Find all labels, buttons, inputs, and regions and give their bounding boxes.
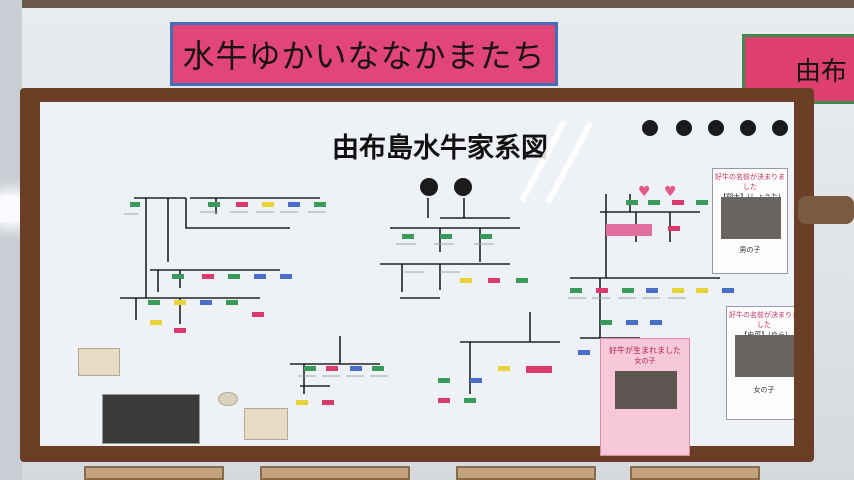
water-buffalo-mascot-icon (772, 120, 788, 136)
card-heading: 好牛の名前が決まりました (729, 311, 794, 329)
ceiling-light (0, 196, 22, 222)
name-announcement-card: 好牛の名前が決まりました 【翔太】(しょうた) 男の子 (712, 168, 788, 274)
card-sex: 女の子 (753, 386, 775, 394)
banner-text: 水牛ゆかいななかまたち (182, 37, 546, 75)
water-buffalo-mascot-icon (740, 120, 756, 136)
card-heading: 好牛の名前が決まりました (715, 173, 785, 191)
water-buffalo-mascot-icon (708, 120, 724, 136)
photo-icon (721, 197, 781, 239)
water-buffalo-mascot-icon (454, 178, 472, 196)
photo-icon (615, 371, 677, 409)
card-heading: 好牛が生まれました (609, 346, 681, 355)
heart-icon: ♥ (638, 184, 651, 200)
note-card (78, 348, 120, 376)
water-buffalo-mascot-icon (642, 120, 658, 136)
right-banner-text: 由布 (795, 56, 848, 87)
board-title: 由布島水牛家系図 (332, 133, 548, 164)
picture-frame (456, 466, 596, 480)
note-card (244, 408, 288, 440)
left-wall (0, 0, 22, 480)
note-card (218, 392, 238, 406)
family-tree-lines (120, 194, 734, 405)
top-banner: 水牛ゆかいななかまたち (170, 22, 558, 86)
photo-icon (735, 335, 794, 377)
name-announcement-card: 好牛の名前が決まりました 【由菜】(ゆら) 女の子 (726, 306, 794, 420)
heart-icon: ♥ (664, 184, 677, 200)
family-tree-board: 由布島水牛家系図 ♥ ♥ (20, 88, 814, 462)
water-buffalo-mascot-icon (676, 120, 692, 136)
card-sex: 男の子 (739, 246, 761, 254)
name-tags (130, 200, 734, 405)
wall-bracket (798, 196, 854, 224)
birth-announcement-card: 好牛が生まれました 女の子 (600, 338, 690, 456)
picture-frame (84, 466, 224, 480)
photo-icon (102, 394, 200, 444)
picture-frame (630, 466, 760, 480)
ceiling-trim (0, 0, 854, 8)
card-sex: 女の子 (634, 357, 656, 365)
picture-frame (260, 466, 410, 480)
water-buffalo-mascot-icon (420, 178, 438, 196)
